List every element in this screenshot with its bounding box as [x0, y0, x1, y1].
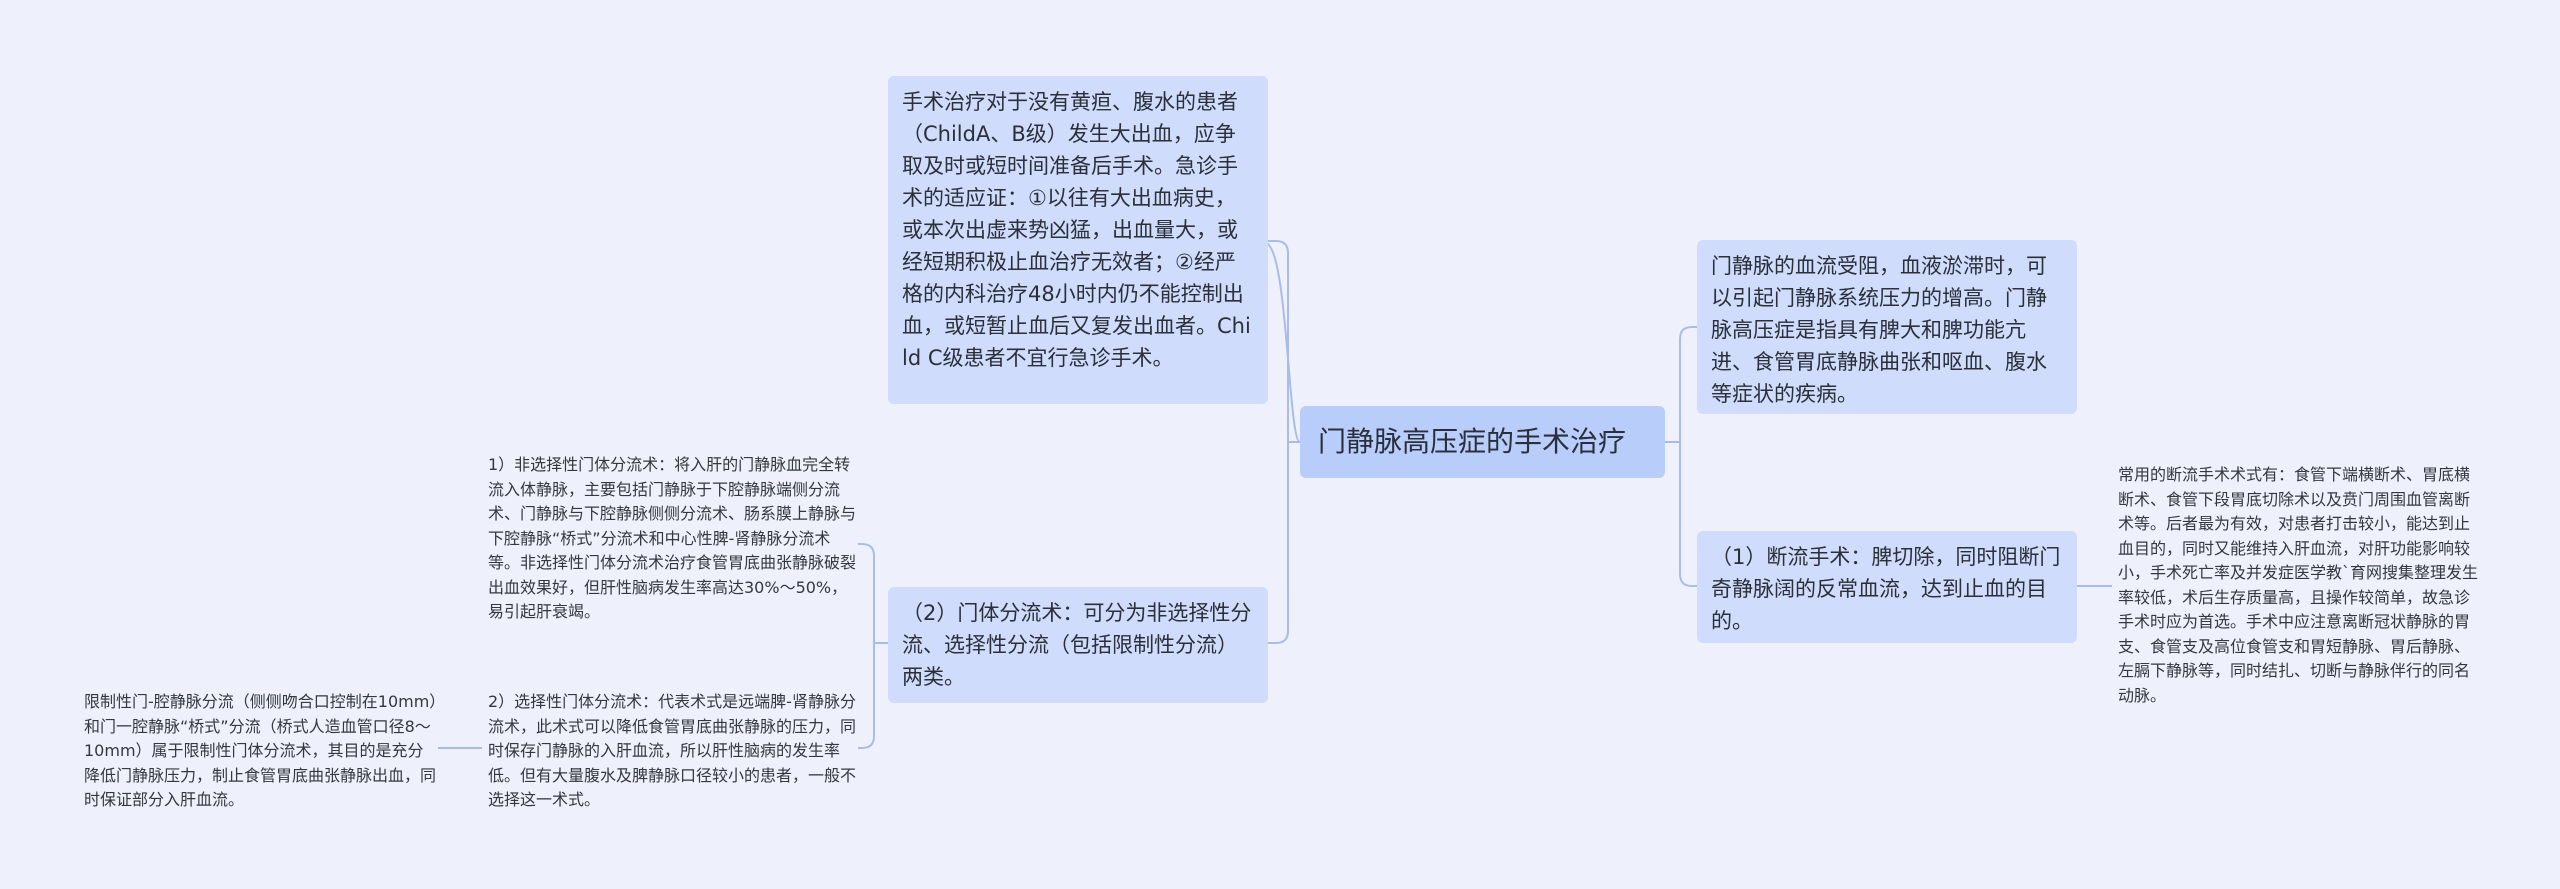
emergency-surgery-node[interactable]: 手术治疗对于没有黄疸、腹水的患者（ChildA、B级）发生大出血，应争取及时或短…: [888, 76, 1268, 404]
definition-node[interactable]: 门静脉的血流受阻，血液淤滞时，可以引起门静脉系统压力的增高。门静脉高压症是指具有…: [1697, 240, 2077, 414]
restrictive-shunt-note[interactable]: 限制性门-腔静脉分流（侧侧吻合口控制在10mm）和门一腔静脉“桥式”分流（桥式人…: [84, 692, 438, 809]
link-root-emergency: [1264, 242, 1301, 443]
nonselective-shunt-note[interactable]: 1）非选择性门体分流术：将入肝的门静脉血完全转流入体静脉，主要包括门静脉于下腔静…: [488, 455, 857, 621]
devascularization-detail-note[interactable]: 常用的断流手术术式有：食管下端横断术、胃底横断术、食管下段胃底切除术以及贲门周围…: [2118, 465, 2479, 705]
link-root-emergency-line: [1268, 240, 1300, 443]
link-shunt-nonselective: [858, 543, 888, 644]
root-topic[interactable]: 门静脉高压症的手术治疗: [1300, 406, 1665, 478]
link-root-devascularization: [1665, 441, 1697, 587]
link-root-shunt: [1268, 441, 1300, 644]
devascularization-node[interactable]: （1）断流手术：脾切除，同时阻断门奇静脉阔的反常血流，达到止血的目的。: [1697, 531, 2077, 643]
link-shunt-selective: [858, 642, 888, 749]
shunt-surgery-node[interactable]: （2）门体分流术：可分为非选择性分流、选择性分流（包括限制性分流）两类。: [888, 587, 1268, 703]
link-root-definition: [1665, 326, 1697, 443]
selective-shunt-note[interactable]: 2）选择性门体分流术：代表术式是远端脾-肾静脉分流术，此术式可以降低食管胃底曲张…: [488, 692, 857, 809]
